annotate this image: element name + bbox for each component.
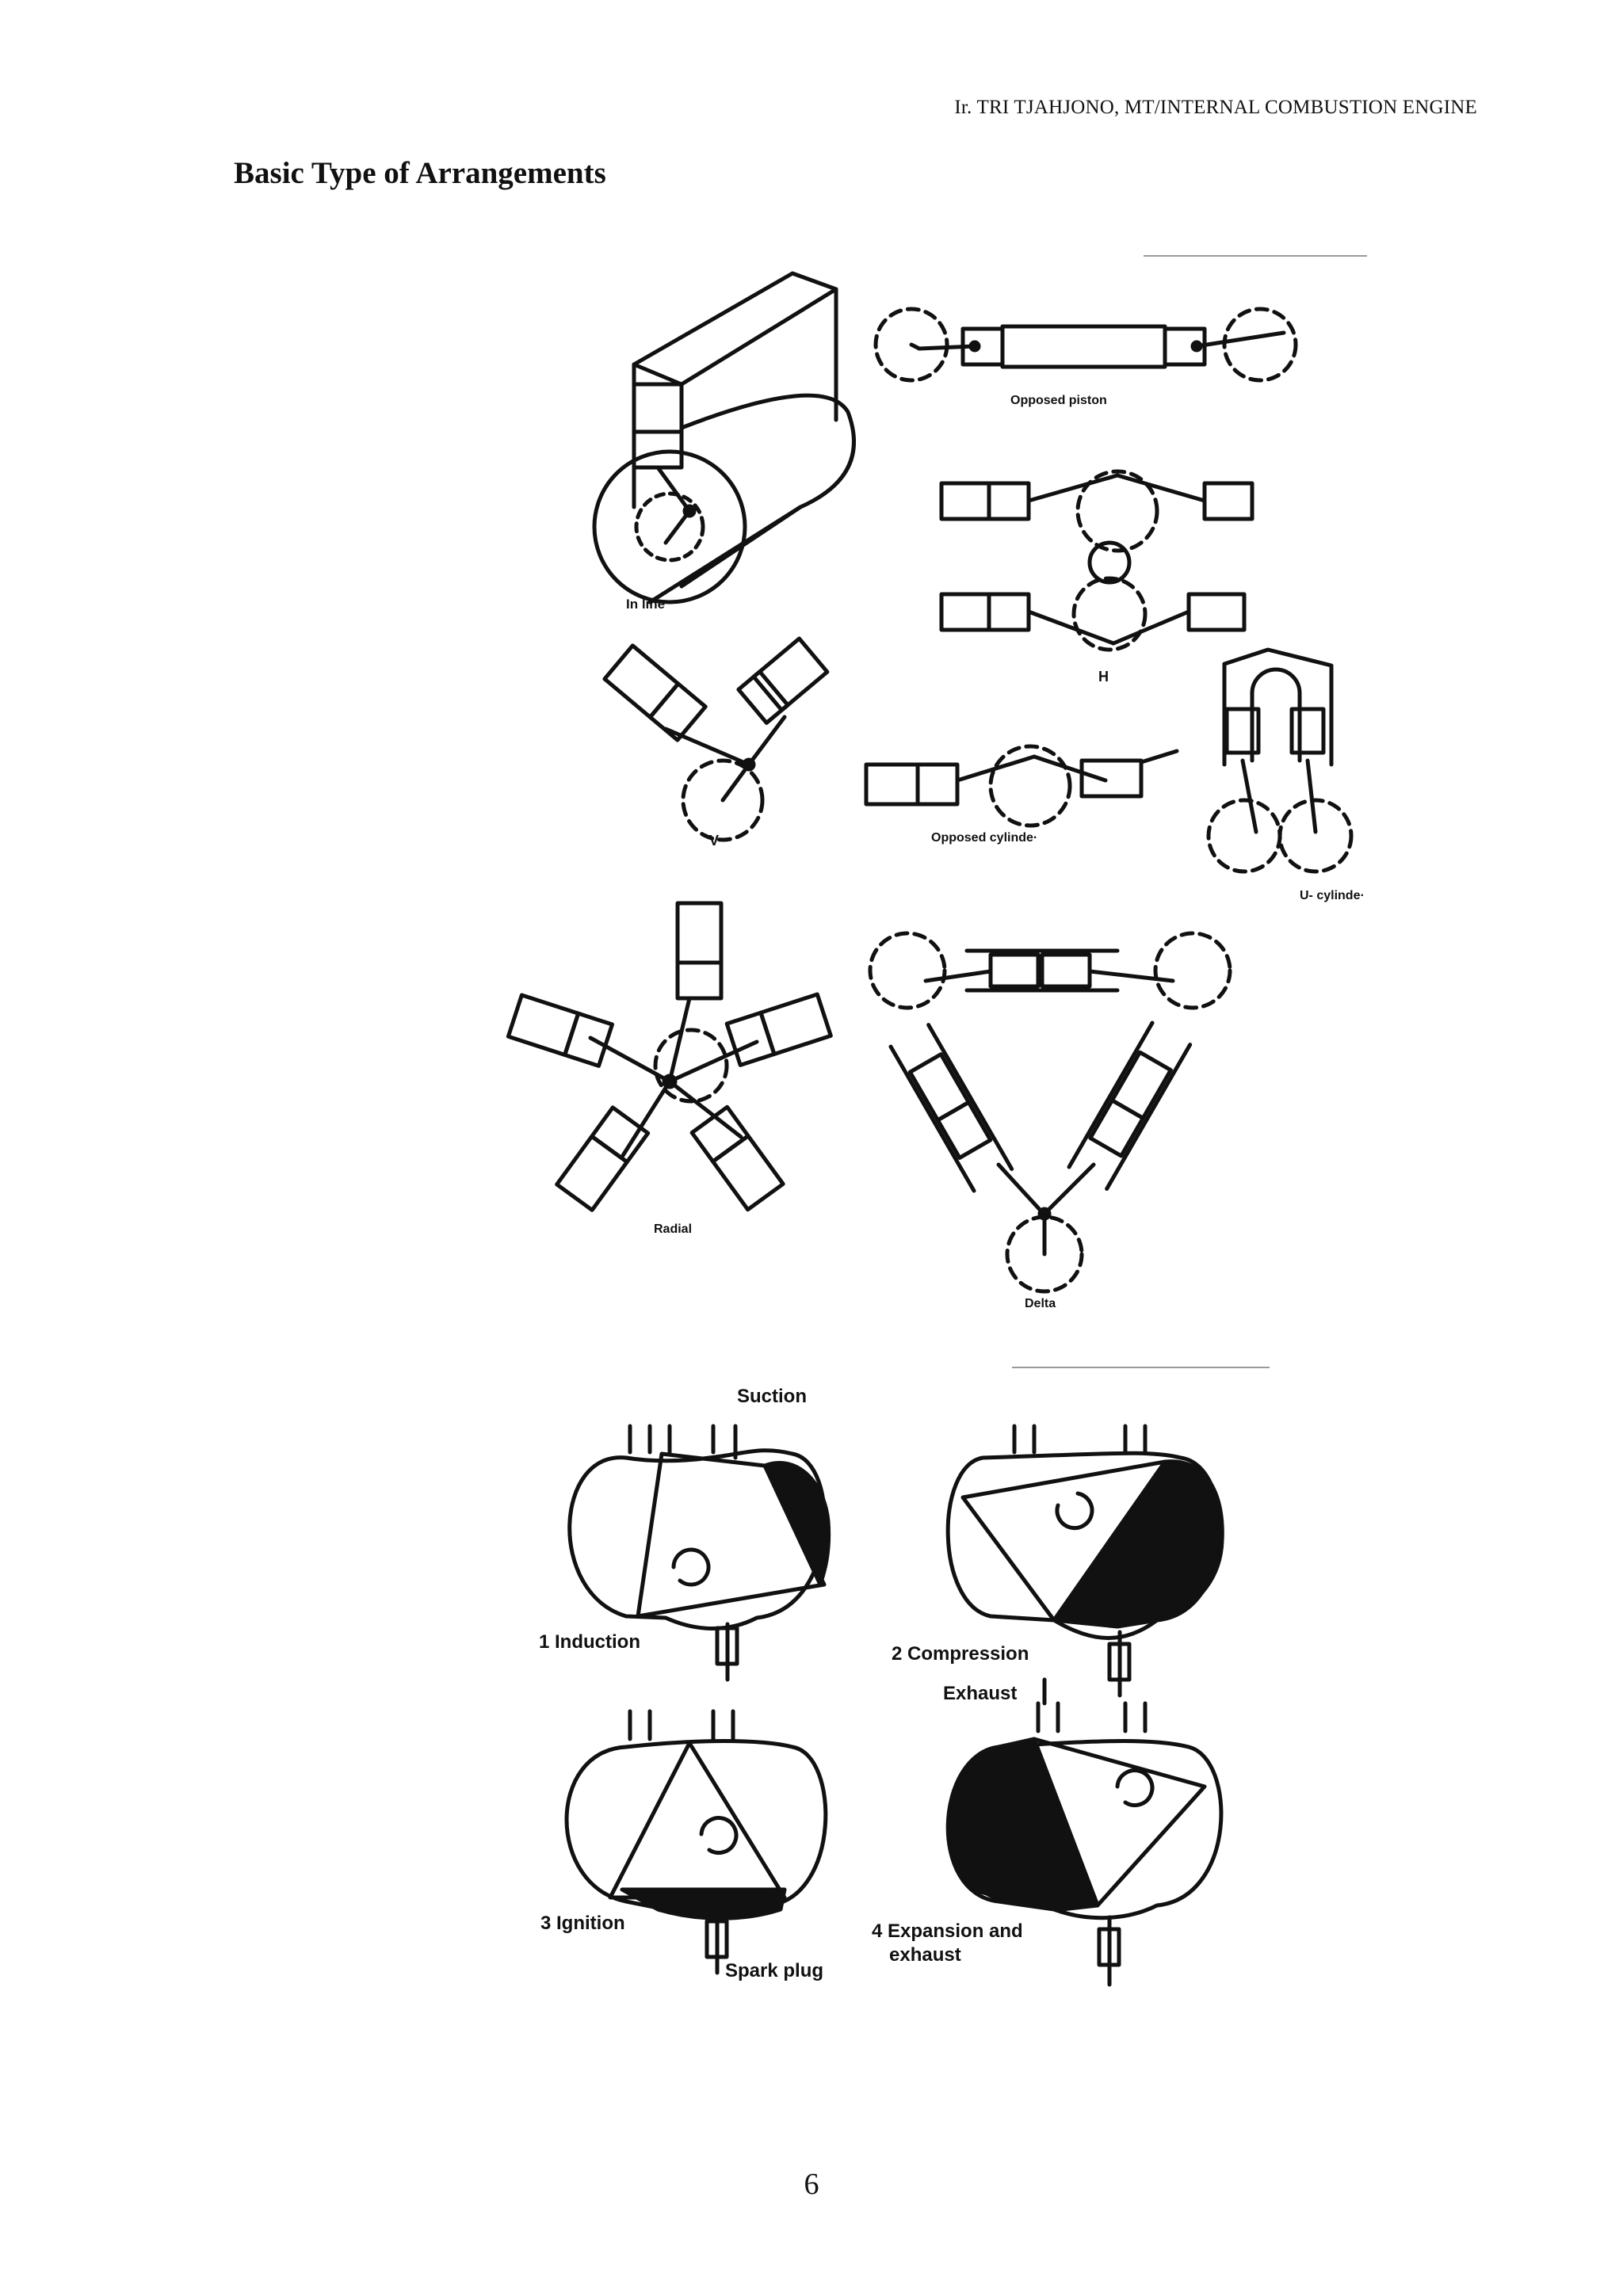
rotary-expansion-drawing: 4 Expansion and exhaust (872, 1677, 1224, 1987)
rotary-ignition-drawing: 3 Ignition Spark plug (540, 1709, 828, 1981)
rotary-induction-drawing: Suction 1 Induction (539, 1386, 831, 1682)
opposed-piston-drawing: Opposed piston (873, 307, 1298, 407)
label-opposed-cylinder: Opposed cylinde· (931, 831, 1037, 845)
label-radial: Radial (654, 1222, 692, 1236)
label-in-line: In line (626, 597, 665, 612)
label-ignition: 3 Ignition (540, 1913, 625, 1934)
label-opposed-piston: Opposed piston (1010, 394, 1107, 407)
u-cylinder-drawing: U- cylinde· (1206, 647, 1365, 902)
figure-top-rule-1 (1144, 255, 1367, 257)
label-h: H (1098, 669, 1109, 685)
opposed-cylinder-drawing: Opposed cylinde· (864, 744, 1179, 845)
running-header: Ir. TRI TJAHJONO, MT/INTERNAL COMBUSTION… (954, 97, 1477, 118)
label-expansion: 4 Expansion and (872, 1920, 1023, 1942)
v-engine-drawing: V (602, 636, 830, 849)
label-delta: Delta (1025, 1297, 1056, 1310)
label-suction: Suction (737, 1386, 807, 1407)
label-compression: 2 Compression (892, 1643, 1029, 1665)
figure-top-rule-2 (1012, 1367, 1270, 1368)
delta-engine-drawing: Delta (868, 931, 1232, 1310)
label-expansion-2: exhaust (889, 1944, 961, 1966)
page-number: 6 (804, 2168, 819, 2201)
label-u-cylinder: U- cylinde· (1300, 889, 1365, 902)
in-line-engine-drawing: In line (592, 271, 856, 612)
label-v: V (709, 833, 719, 849)
radial-engine-drawing: Radial (506, 901, 833, 1236)
label-exhaust-top: Exhaust (943, 1683, 1017, 1704)
rotary-compression-drawing: 2 Compression Exhaust (892, 1424, 1224, 1704)
label-induction: 1 Induction (539, 1631, 640, 1653)
section-title: Basic Type of Arrangements (234, 156, 606, 190)
h-engine-drawing: H (939, 469, 1254, 685)
label-spark-plug: Spark plug (725, 1960, 823, 1981)
